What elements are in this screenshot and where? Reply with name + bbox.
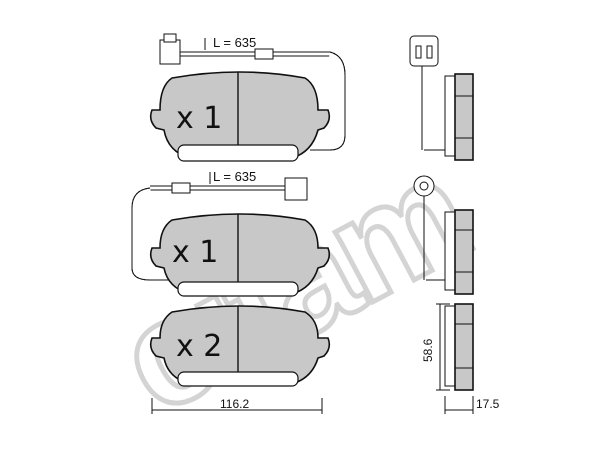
quantity-label-3: x 2 [176, 329, 222, 364]
side-view-2 [413, 175, 474, 295]
height-dimension: 58.6 [421, 303, 450, 391]
thickness-dimension-label: 17.5 [476, 397, 500, 411]
sensor-length-label-2: L = 635 [213, 169, 256, 184]
width-dimension: 116.2 [151, 397, 323, 414]
height-dimension-label: 58.6 [421, 338, 435, 362]
pad-3: x 2 [149, 305, 331, 387]
thickness-dimension: 17.5 [444, 396, 500, 414]
side-view-1 [409, 35, 474, 161]
width-dimension-label: 116.2 [220, 397, 249, 411]
quantity-label-2: x 1 [172, 235, 218, 270]
pad-2: L = 635 x 1 [131, 169, 331, 297]
sensor-length-label-1: L = 635 [213, 35, 256, 50]
quantity-label-1: x 1 [176, 101, 222, 136]
pad-1: L = 635 x 1 [149, 33, 346, 162]
side-view-3 [444, 303, 474, 391]
